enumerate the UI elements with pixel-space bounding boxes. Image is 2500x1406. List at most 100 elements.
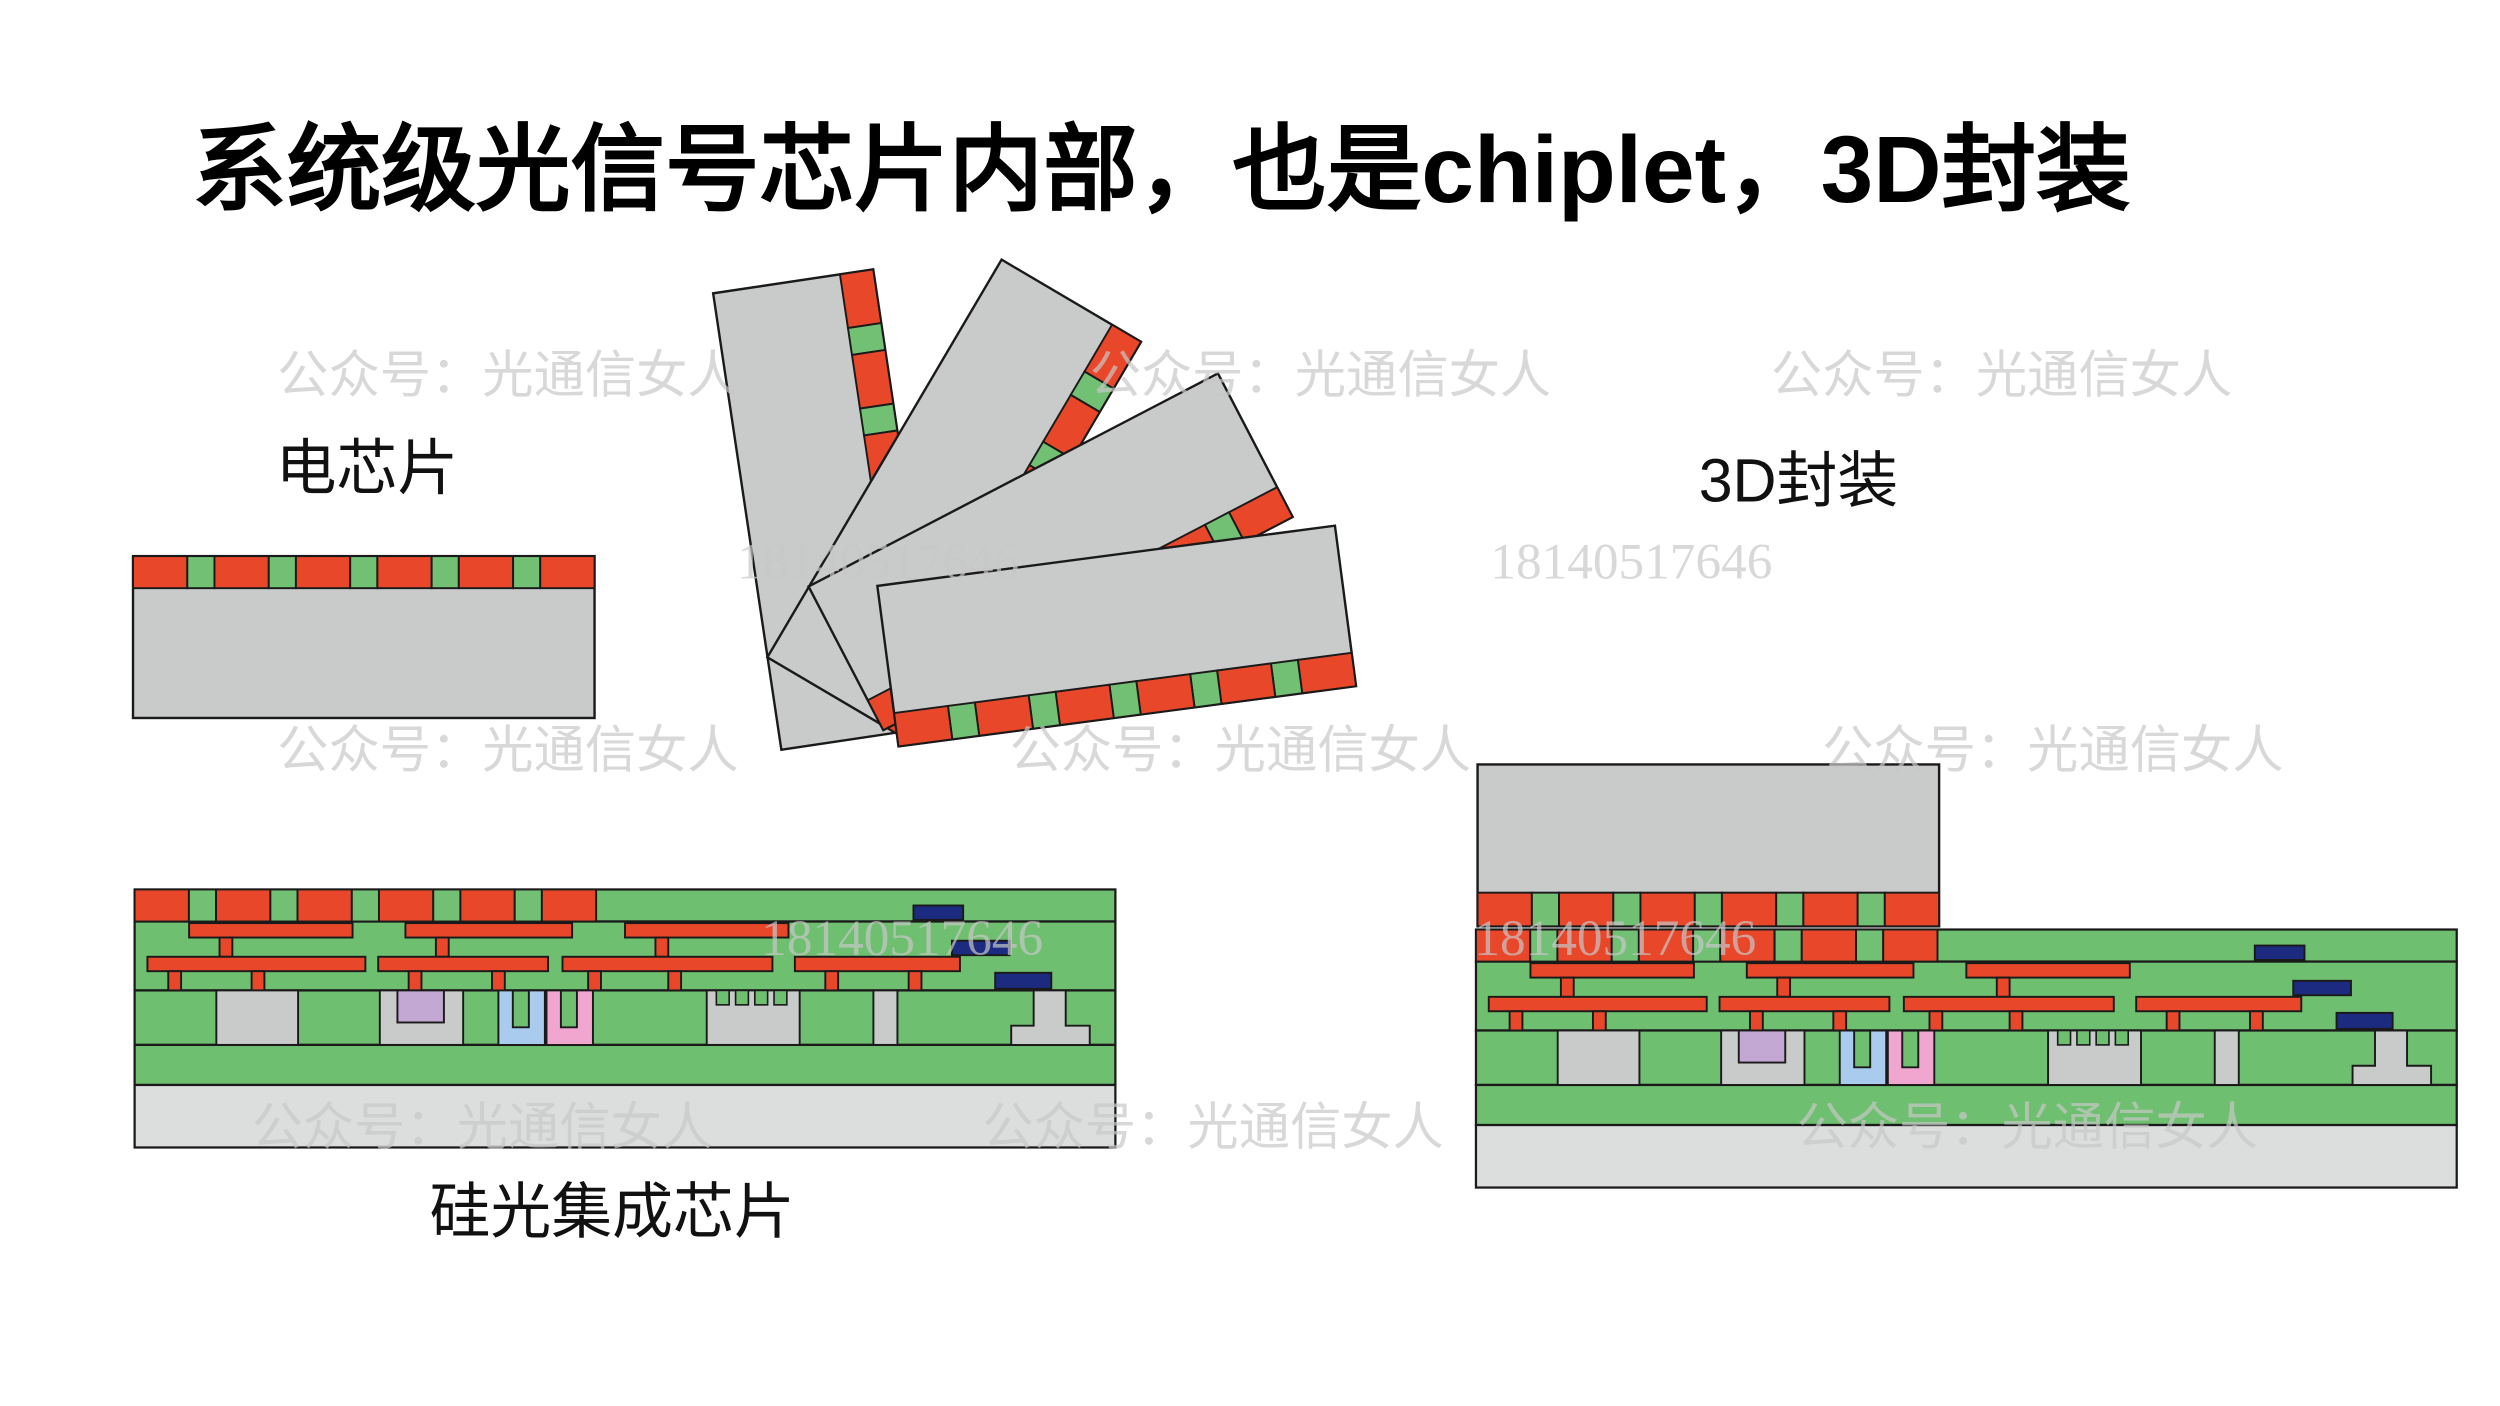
pad-spacer	[1856, 891, 1886, 928]
pad-spacer	[1108, 680, 1142, 720]
package-electric-chip	[1476, 763, 1941, 928]
dark-blue-block	[2292, 979, 2352, 997]
metal-via	[1928, 1010, 1944, 1032]
bond-pad	[294, 555, 352, 590]
bond-pad	[1054, 683, 1115, 727]
metal-via	[587, 970, 602, 992]
watermark-account: 公众号：光通信女人	[1771, 348, 2232, 405]
bond-pad	[1883, 891, 1941, 928]
lilac-inset	[1737, 1029, 1787, 1064]
pad-spacer	[1693, 891, 1723, 928]
package-3d	[1474, 763, 2458, 1189]
pad-spacer	[1529, 928, 1559, 963]
buried-layer	[133, 1043, 1117, 1087]
inverted-t-block	[2351, 1029, 2433, 1086]
metal-via	[491, 970, 506, 992]
dark-blue-block	[950, 939, 1011, 957]
pad-spacer	[1189, 669, 1223, 709]
comb-tooth	[2056, 1029, 2072, 1046]
comb-tooth	[754, 989, 769, 1006]
metal-via	[1776, 976, 1792, 998]
comb-tooth	[773, 989, 788, 1006]
metal-via	[1559, 976, 1575, 998]
bond-pad	[540, 888, 598, 923]
metal-via	[667, 970, 683, 992]
watermark-account: 公众号：光通信女人	[1822, 723, 2283, 780]
label-3d-package: 3D封装	[1699, 447, 1899, 515]
metal-via	[654, 936, 670, 958]
bond-pad	[1637, 928, 1695, 963]
device-block	[1556, 1029, 1641, 1086]
narrow-pillar	[872, 989, 899, 1046]
fan-chip-4	[875, 524, 1358, 748]
metal-line-upper	[624, 922, 790, 939]
label-electric-chip: 电芯片	[276, 434, 459, 502]
light-blue-u-shape	[497, 989, 546, 1046]
bond-pad	[1135, 672, 1196, 716]
bond-pad	[893, 704, 954, 748]
electric-chip	[131, 554, 596, 720]
metal-line-lower	[1718, 995, 1891, 1013]
metal-line-lower	[1902, 995, 2115, 1013]
pad-spacer	[186, 555, 216, 590]
comb-tooth	[2114, 1029, 2130, 1046]
bond-pad	[1720, 891, 1778, 928]
dark-blue-block	[994, 971, 1053, 990]
pad-spacer	[349, 555, 379, 590]
comb-tooth	[2076, 1029, 2091, 1046]
substrate-layer	[133, 1083, 1117, 1149]
metal-via	[907, 970, 923, 992]
chip-fan	[711, 258, 1358, 752]
metal-via	[218, 936, 234, 958]
bond-pad	[132, 555, 189, 590]
bond-pad	[838, 268, 883, 330]
watermark-account: 公众号：光通信女人	[277, 348, 738, 405]
bond-pad	[1802, 891, 1859, 928]
bond-pad	[296, 888, 353, 923]
lilac-inset	[396, 989, 445, 1024]
metal-via	[2008, 1010, 2024, 1032]
bond-pad	[1216, 662, 1277, 705]
watermark-account: 公众号：光通信女人	[277, 723, 738, 780]
bond-pad	[1800, 928, 1858, 963]
bond-pad	[376, 555, 433, 590]
bond-pad	[1558, 891, 1615, 928]
comb-tooth	[734, 989, 750, 1006]
metal-line-lower	[793, 955, 961, 973]
pad-spacer	[512, 555, 542, 590]
bond-pad	[213, 555, 270, 590]
watermark-account: 公众号：光通信女人	[982, 1099, 1443, 1156]
watermark-account: 公众号：光通信女人	[1796, 1099, 2257, 1156]
metal-via	[824, 970, 840, 992]
metal-via	[2165, 1010, 2181, 1032]
narrow-pillar	[2213, 1029, 2240, 1086]
bond-pad	[850, 348, 895, 410]
package-silicon-chip	[1474, 928, 2458, 1189]
label-silicon-photonic-chip: 硅光集成芯片	[429, 1177, 794, 1245]
pad-spacer	[513, 888, 543, 923]
pad-spacer	[267, 555, 297, 590]
metal-line-upper	[1529, 962, 1695, 979]
slide-title: 系统级光信号芯片内部，也是chiplet，3D封装	[192, 117, 2130, 223]
comb-tooth	[715, 989, 730, 1006]
comb-tooth	[2095, 1029, 2110, 1046]
light-blue-u-shape	[1838, 1029, 1888, 1086]
metal-via	[434, 936, 450, 958]
substrate-layer	[1474, 1123, 2458, 1189]
pad-spacer	[1855, 928, 1885, 963]
bond-pad	[377, 888, 435, 923]
pad-spacer	[1269, 658, 1304, 698]
metal-via	[250, 970, 266, 992]
silicon-photonic-chip	[133, 888, 1117, 1149]
bond-pad	[457, 555, 515, 590]
pad-spacer	[269, 888, 299, 923]
pink-u-shape	[1886, 1029, 1936, 1086]
metal-via	[1832, 1010, 1848, 1032]
metal-line-upper	[188, 922, 354, 939]
metal-via	[1749, 1010, 1764, 1032]
bond-pad	[1296, 651, 1358, 695]
watermark-account: 公众号：光通信女人	[1090, 348, 1551, 405]
metal-line-lower	[561, 955, 774, 973]
bond-pad	[133, 888, 190, 923]
